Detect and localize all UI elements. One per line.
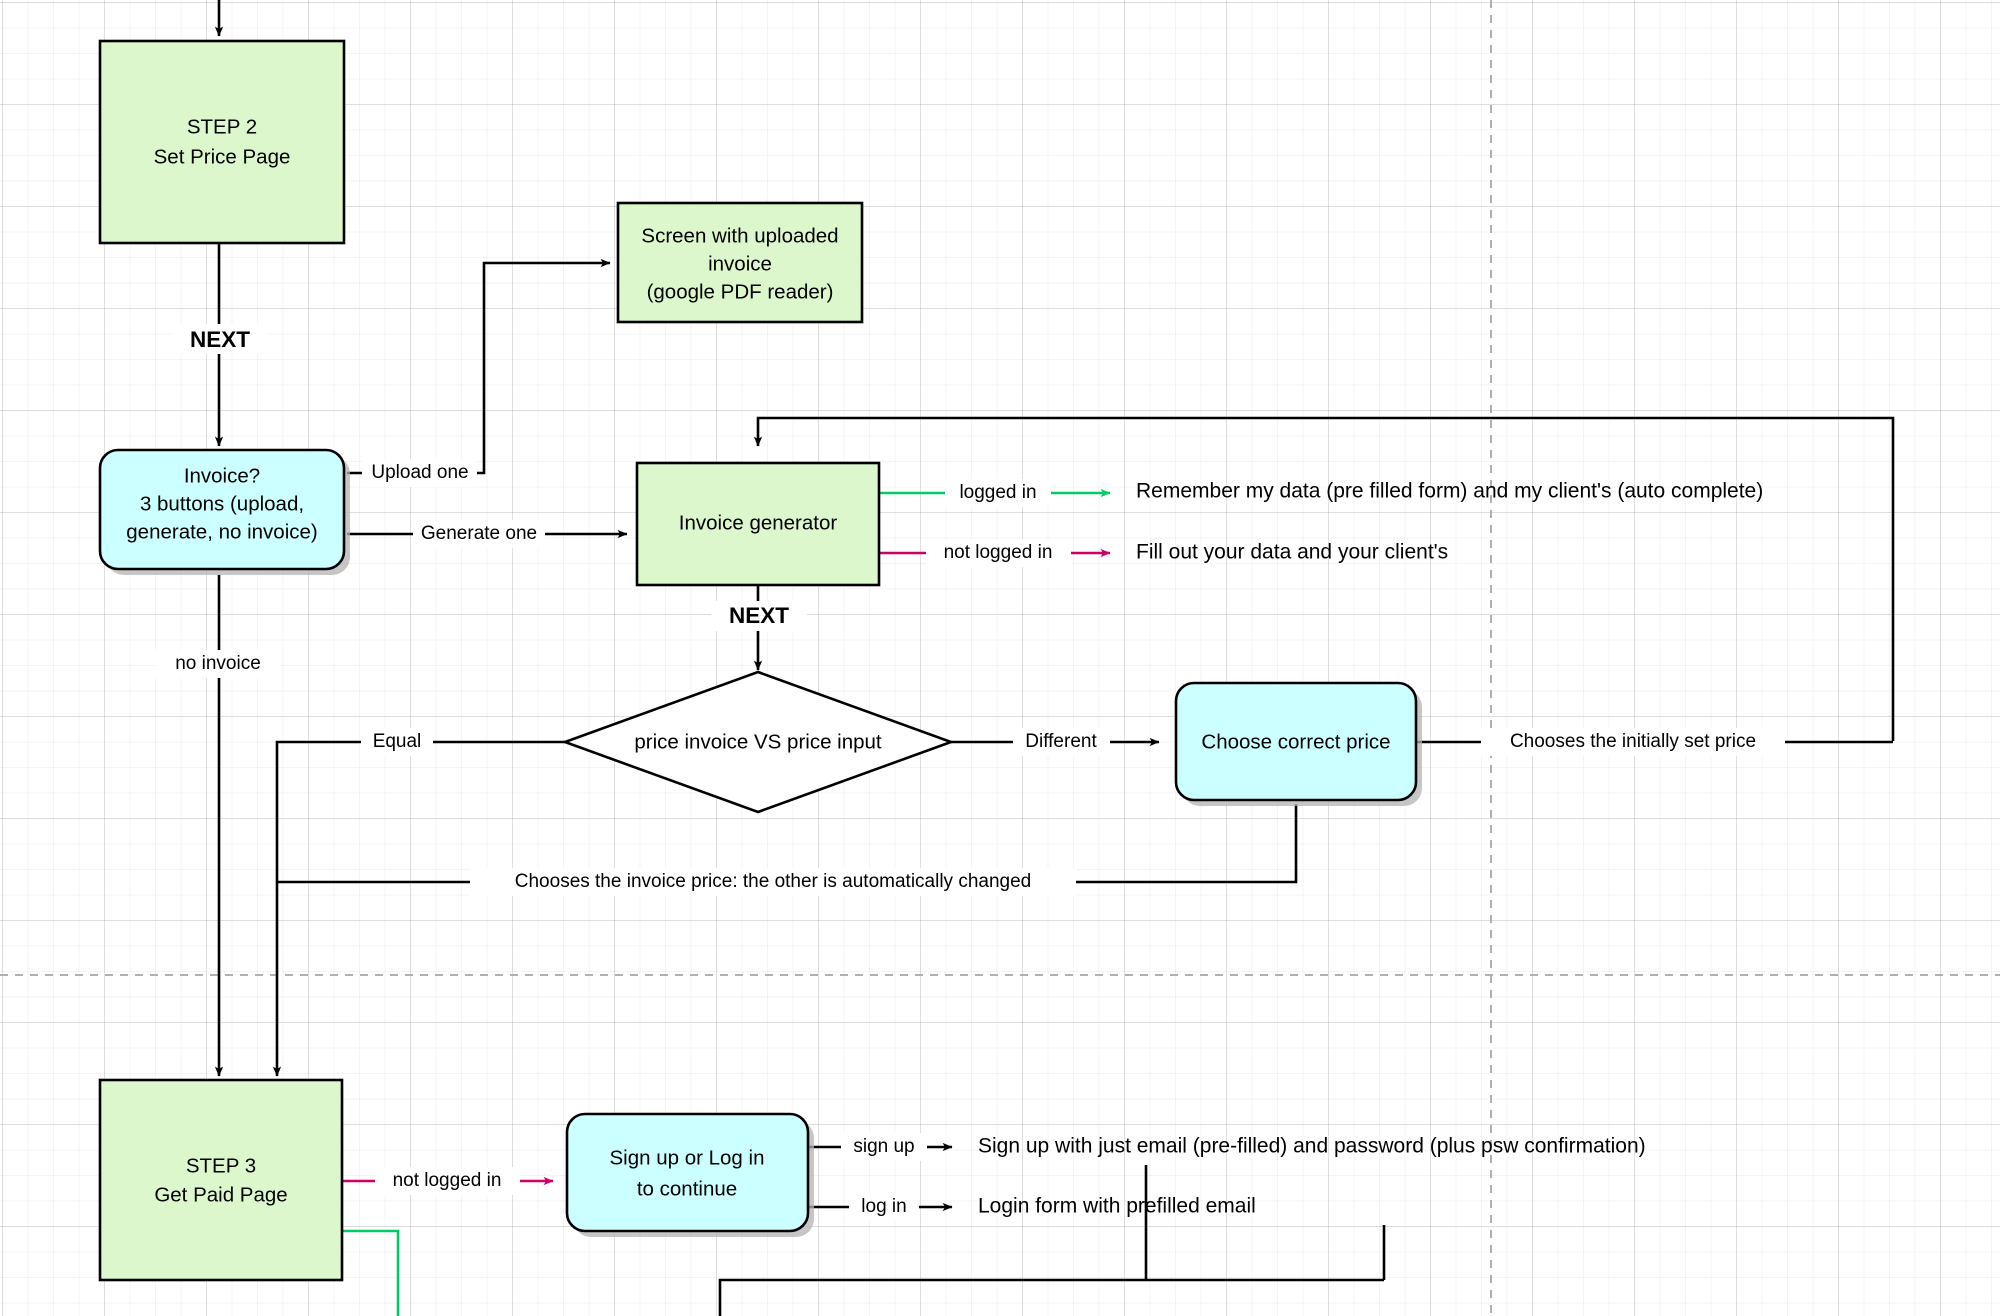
- edge-label-chooses-initial: Chooses the initially set price: [1481, 728, 1785, 756]
- edge-label-not-logged-in-2-text: not logged in: [393, 1170, 502, 1191]
- edge-label-sign-up: sign up: [841, 1133, 927, 1161]
- edges-layer: [214, 0, 1895, 1316]
- node-invoice-question[interactable]: Invoice? 3 buttons (upload, generate, no…: [98, 448, 350, 575]
- edge-label-equal: Equal: [361, 728, 433, 756]
- node-invoice-generator-label: Invoice generator: [679, 511, 838, 534]
- edge-bottom-collector: [718, 1278, 1384, 1316]
- edge-label-chooses-invoice: Chooses the invoice price: the other is …: [470, 868, 1076, 896]
- edge-label-log-in: log in: [849, 1193, 919, 1221]
- node-signup-login-line2: to continue: [637, 1177, 737, 1200]
- edge-label-log-in-text: log in: [861, 1196, 906, 1217]
- edge-equal: [272, 740, 565, 1077]
- node-choose-price-label: Choose correct price: [1201, 730, 1390, 753]
- edge-upload-one: [347, 258, 611, 475]
- node-uploaded-screen[interactable]: Screen with uploaded invoice (google PDF…: [616, 201, 864, 324]
- edge-label-not-logged-in-2: not logged in: [375, 1167, 520, 1195]
- edge-step3-green-down: [342, 1229, 400, 1316]
- node-invoice-question-line3: generate, no invoice): [126, 520, 317, 543]
- edge-label-next-1-text: NEXT: [190, 327, 250, 352]
- node-step3-line1: STEP 3: [186, 1154, 256, 1177]
- annotation-login-desc: Login form with prefilled email: [978, 1195, 1256, 1218]
- node-invoice-generator[interactable]: Invoice generator: [635, 461, 881, 587]
- edge-label-upload-one: Upload one: [362, 459, 477, 487]
- edge-label-generate-one-text: Generate one: [421, 523, 537, 544]
- edge-label-next-2: NEXT: [711, 601, 807, 631]
- annotation-signup-desc: Sign up with just email (pre-filled) and…: [978, 1135, 1646, 1158]
- edge-label-no-invoice: no invoice: [155, 650, 281, 678]
- edge-label-next-2-text: NEXT: [729, 603, 789, 628]
- edge-loopback-to-generator: [753, 416, 1895, 741]
- annotation-fill-out: Fill out your data and your client's: [1136, 541, 1448, 564]
- node-choose-price[interactable]: Choose correct price: [1174, 681, 1422, 806]
- edge-label-logged-in: logged in: [945, 479, 1051, 507]
- edge-label-equal-text: Equal: [373, 731, 422, 752]
- edge-label-different-text: Different: [1025, 731, 1097, 752]
- node-invoice-question-line1: Invoice?: [184, 464, 260, 487]
- edge-label-different: Different: [1013, 728, 1110, 756]
- node-uploaded-screen-line1: Screen with uploaded: [641, 224, 838, 247]
- edge-label-next-1: NEXT: [172, 324, 268, 354]
- node-uploaded-screen-line2: invoice: [708, 252, 772, 275]
- node-signup-login[interactable]: Sign up or Log in to continue: [565, 1112, 814, 1237]
- edge-label-no-invoice-text: no invoice: [175, 653, 261, 674]
- edge-label-not-logged-in: not logged in: [926, 539, 1071, 567]
- edge-label-chooses-invoice-text: Chooses the invoice price: the other is …: [515, 871, 1031, 892]
- edge-label-upload-one-text: Upload one: [371, 462, 468, 483]
- node-step2-line2: Set Price Page: [154, 145, 291, 168]
- node-step3[interactable]: STEP 3 Get Paid Page: [98, 1078, 344, 1282]
- node-price-compare[interactable]: price invoice VS price input: [561, 670, 955, 814]
- node-invoice-question-line2: 3 buttons (upload,: [140, 492, 304, 515]
- node-step3-line2: Get Paid Page: [154, 1183, 287, 1206]
- node-uploaded-screen-line3: (google PDF reader): [647, 280, 834, 303]
- edge-label-chooses-initial-text: Chooses the initially set price: [1510, 731, 1756, 752]
- edge-label-sign-up-text: sign up: [853, 1136, 914, 1157]
- node-step2[interactable]: STEP 2 Set Price Page: [98, 39, 346, 245]
- node-step2-line1: STEP 2: [187, 115, 257, 138]
- edge-label-generate-one: Generate one: [413, 520, 545, 548]
- edge-label-not-logged-in-text: not logged in: [944, 542, 1053, 563]
- node-price-compare-label: price invoice VS price input: [634, 730, 882, 753]
- annotation-remember-data: Remember my data (pre filled form) and m…: [1136, 480, 1763, 503]
- node-signup-login-line1: Sign up or Log in: [609, 1146, 764, 1169]
- edge-label-logged-in-text: logged in: [959, 482, 1036, 503]
